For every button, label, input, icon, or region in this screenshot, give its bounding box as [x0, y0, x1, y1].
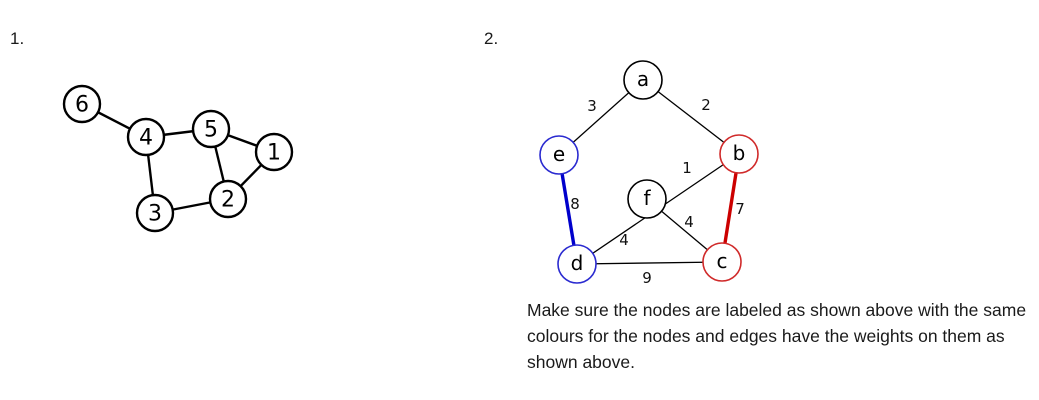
graph2-node-label-f: f — [643, 186, 651, 210]
graph2-weight-b-c: 7 — [735, 200, 745, 218]
graph2-node-label-c: c — [717, 249, 728, 273]
graph2-weight-a-e: 3 — [587, 97, 597, 115]
graph1-node-4 — [126, 117, 166, 157]
graph2-weight-d-c: 9 — [642, 269, 652, 287]
graph1-node-label-5: 5 — [204, 118, 218, 143]
question-1-number: 1. — [10, 29, 25, 48]
question-2-number: 2. — [484, 29, 499, 48]
graph1-node-label-4: 4 — [139, 126, 153, 151]
graph1-node-label-6: 6 — [75, 93, 89, 118]
graph2-node-label-d: d — [571, 251, 584, 275]
graph1-node-label-2: 2 — [221, 188, 235, 213]
graph2-weight-e-d: 8 — [570, 195, 580, 213]
graph2-edge-a-b — [642, 79, 740, 155]
graph1-node-5 — [191, 109, 231, 149]
graph2-weight-f-c: 4 — [684, 213, 694, 231]
graph1-node-3 — [135, 193, 175, 233]
graph1-node-label-1: 1 — [267, 141, 281, 166]
graph1-node-1 — [254, 132, 294, 172]
graph2-node-e — [539, 135, 579, 175]
graph2-node-c — [702, 242, 742, 282]
graph2-extra-weight-0: 4 — [619, 231, 629, 249]
graph2-node-f — [627, 179, 667, 219]
graph2-node-b — [719, 134, 759, 174]
graph2-weight-a-b: 2 — [701, 96, 711, 114]
graph1-node-2 — [208, 179, 248, 219]
instructions-text: Make sure the nodes are labeled as shown… — [527, 300, 1027, 372]
graph1-node-label-3: 3 — [148, 202, 162, 227]
graph2-node-label-e: e — [553, 142, 565, 166]
graph2-edge-d-c — [576, 261, 723, 265]
graph2-node-label-a: a — [637, 67, 649, 91]
graph2-node-label-b: b — [733, 141, 746, 165]
graph2-node-d — [557, 244, 597, 284]
graph2-weight-b-d: 1 — [682, 159, 692, 177]
graph2-node-a — [623, 60, 663, 100]
graph1-node-6 — [62, 84, 102, 124]
